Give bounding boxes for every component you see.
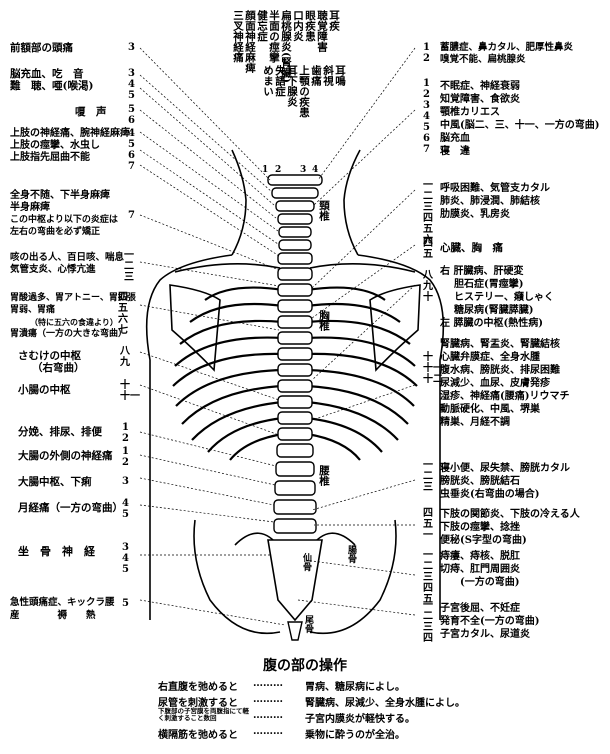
left-label-11: 大腸の外側の神経痛 xyxy=(18,450,113,462)
right-nums-3: 一二三四五六 xyxy=(423,180,433,246)
abdomen-row-4: 横隔筋を弛めると………乗物に酔うのが全治。 xyxy=(158,726,405,741)
left-label-8: さむけの中枢（右弯曲） xyxy=(18,350,85,374)
cervical-label: 頸椎 xyxy=(318,200,330,221)
ilium-label: 腸骨 xyxy=(346,545,356,563)
left-label-13: 月経痛（一方の弯曲） xyxy=(18,502,123,514)
coccyx xyxy=(287,621,303,641)
top-v1-3: 口内炎 xyxy=(292,10,304,42)
top-v1-4: 扁桃腺炎(腎臓) xyxy=(280,10,292,83)
left-label-7: 胃酸過多、胃アトニー、胃拡張胃弱、胃痛（特に五六の食違より）胃潰瘍（一方の大きな… xyxy=(10,293,136,339)
left-label-15: 急性頭痛症、キックラ腰産 褥 熱 xyxy=(10,597,115,621)
top-v2-6: めまい xyxy=(262,65,274,97)
left-label-6: 咳の出る人、百日咳、喘息気管支炎、心悸亢進 xyxy=(10,252,125,275)
left-label-9: 小腸の中枢 xyxy=(18,384,71,396)
left-nums-7: 四五六七 xyxy=(118,292,128,336)
right-label-8: 下肢の関節炎、下肢の冷える人下肢の痙攣、捻挫便秘(S字型の弯曲) xyxy=(440,509,580,546)
right-nums-4: 四五 xyxy=(423,238,433,260)
left-label-3: 嗄 声 xyxy=(75,106,107,118)
left-nums-9: 十十一 xyxy=(120,380,140,402)
left-nums-5: 7 xyxy=(128,210,135,221)
right-nums-7: 一二三 xyxy=(423,460,433,493)
right-label-2: 不眠症、神経衰弱知覚障害、食欲炎顎椎カリエス中風(脳二、三、十一、一方の弯曲)脳… xyxy=(440,81,600,157)
cervical-number-4: 4 xyxy=(312,165,319,175)
right-label-10: 子宮後屈、不妊症発育不全(一方の弯曲)子宮カタル、尿道炎 xyxy=(440,603,540,640)
thoracic-label: 胸椎 xyxy=(318,310,330,331)
vertebrae xyxy=(267,174,323,534)
right-nums-10: 一二三四 xyxy=(423,600,433,644)
top-v1-2: 眼疾患 xyxy=(304,10,316,42)
right-label-5: 右 肝臓病、肝硬変胆石症(胃痙攣)ヒステリー、癪しゃく糖尿病(腎臓膵臓)左 膵臓… xyxy=(440,266,554,329)
top-v2-5: 失語症 xyxy=(274,65,286,97)
right-label-1: 蓄膿症、鼻カタル、肥厚性鼻炎嗅覚不能、扁桃腺炎 xyxy=(440,42,574,65)
pelvis-outline xyxy=(193,519,281,635)
ribs xyxy=(172,286,418,461)
left-nums-6: 一二三 xyxy=(124,250,134,283)
cervical-number-3: 3 xyxy=(300,165,307,175)
right-label-9: 痔瘻、痔核、脱肛切痔、肛門周囲炎(一方の弯曲) xyxy=(440,551,520,588)
left-label-4: 上肢の神経痛、腕神経麻痺上肢の痙攣、水虫し上肢指先屈曲不能 xyxy=(10,128,130,163)
top-v2-2: 歯痛 xyxy=(310,65,322,86)
right-scapula xyxy=(369,284,421,372)
left-nums-8: 八九 xyxy=(120,346,130,368)
top-v1-1: 聴覚障害 xyxy=(316,10,328,52)
abdomen-title: 腹の部の操作 xyxy=(263,658,347,674)
right-nums-8: 四五一 xyxy=(423,508,433,541)
cervical-number-1: 1 xyxy=(262,165,269,175)
sacrum xyxy=(267,539,323,622)
abdomen-row-1: 右直腹を弛めると………胃病、糖尿病によし。 xyxy=(158,678,405,693)
left-label-12: 大腸中枢、下痢 xyxy=(18,476,92,488)
top-vertical-group-2: 耳鳴 斜視 歯痛 上顎の疾患 耳下腺炎 失語症 めまい xyxy=(262,65,346,118)
top-v1-5: 半面の痙攣 xyxy=(268,10,280,63)
top-vertical-group-1: 耳疾 聴覚障害 眼疾患 口内炎 扁桃腺炎(腎臓) 半面の痙攣 健忘症 顔面神経麻… xyxy=(232,10,340,83)
cervical-number-2: 2 xyxy=(275,165,282,175)
abdomen-row-2: 尿管を刺激すると………腎臓病、尿減少、全身水腫によし。 xyxy=(158,694,465,709)
right-label-4: 心臓、胸 痛 xyxy=(440,242,503,254)
abdomen-row-3: 下腹部の子宮膜を両腹指にて軽く刺激すること数回………子宮内膜炎が軽快する。 xyxy=(158,707,415,726)
top-v2-3: 上顎の疾患 xyxy=(298,65,310,118)
right-label-6: 腎臓病、腎盂炎、腎臓結核心臓弁膜症、全身水腫腹水病、膀胱炎、排尿困難尿減少、血尿… xyxy=(440,339,570,428)
top-v1-8: 三叉神経痛 xyxy=(232,10,244,63)
left-nums-12: 3 xyxy=(122,476,129,487)
left-nums-1: 3 xyxy=(128,42,135,53)
torso-outline xyxy=(145,254,233,620)
right-nums-6: 十十一十二 xyxy=(423,352,443,385)
top-v1-0: 耳疾 xyxy=(328,10,340,31)
top-v1-6: 健忘症 xyxy=(256,10,268,42)
left-label-1: 前額部の頭痛 xyxy=(10,42,73,54)
leader-lines xyxy=(139,47,416,626)
left-label-5: 全身不随、下半身麻痺半身麻痺この中枢より以下の炎症は左右の弯曲を必ず矯正 xyxy=(10,190,118,237)
top-v2-0: 耳鳴 xyxy=(334,65,346,86)
coccyx-label: 尾骨 xyxy=(303,615,313,633)
left-nums-15: 5 xyxy=(122,598,129,609)
left-scapula xyxy=(169,284,221,372)
neck-outline xyxy=(231,149,247,256)
right-nums-9: 一二三四五 xyxy=(423,550,433,605)
sacrum-label: 仙骨 xyxy=(301,553,311,571)
left-label-14: 坐 骨 神 経 xyxy=(18,545,95,558)
lumbar-label: 腰椎 xyxy=(318,465,330,486)
right-label-7: 寝小便、尿失禁、膀胱カタル膀胱炎、膀胱結石虫垂炎(右弯曲の場合) xyxy=(440,463,570,500)
top-v2-4: 耳下腺炎 xyxy=(286,65,298,107)
top-v2-1: 斜視 xyxy=(322,65,334,86)
top-v1-7: 顔面神経麻痺 xyxy=(244,10,256,73)
left-label-10: 分娩、排尿、排便 xyxy=(18,426,102,438)
right-nums-5: 八九十 xyxy=(423,270,433,303)
right-label-3: 呼吸困難、気管支カタル肺炎、肺浸潤、肺結核肋膜炎、乳房炎 xyxy=(440,183,550,220)
left-label-2: 脳充血、吃 音難 聴、唖(喉渇) xyxy=(10,68,94,92)
